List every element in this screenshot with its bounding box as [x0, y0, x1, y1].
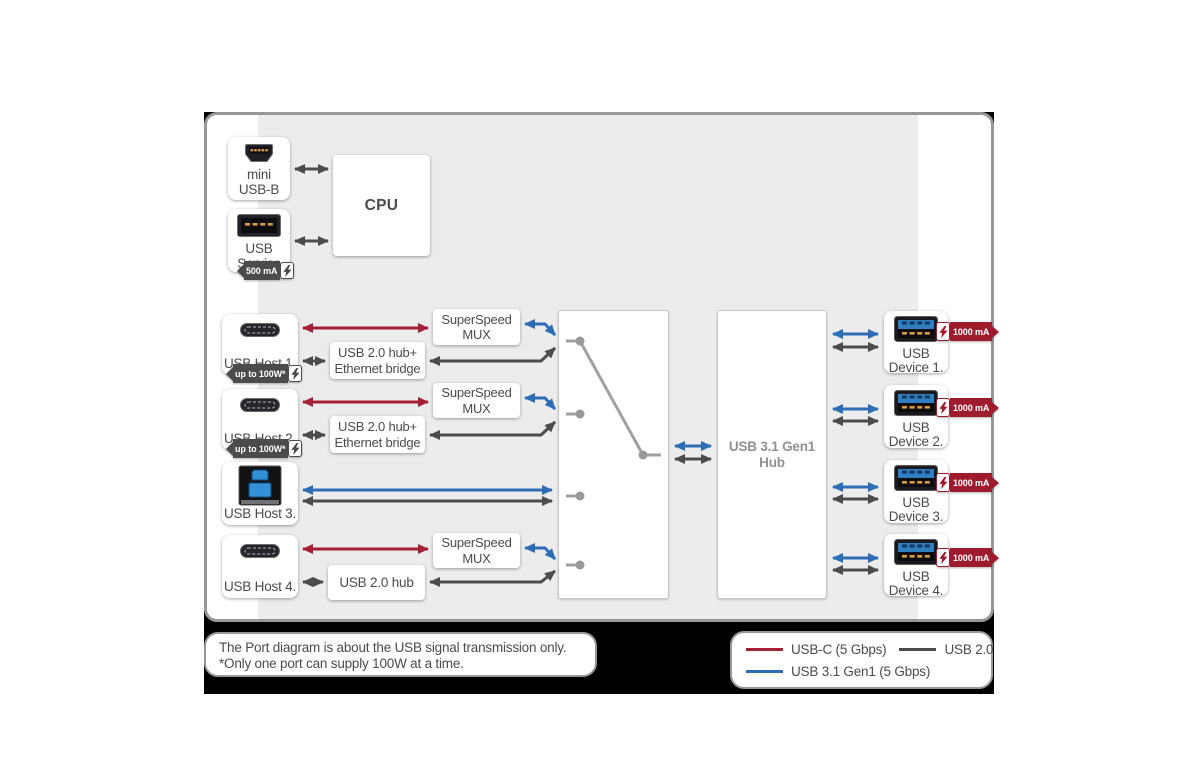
usb-device-2-label: USB	[902, 420, 930, 435]
usb31-gen1-hub-box: USB 3.1 Gen1 Hub	[717, 310, 827, 599]
usb-a3-icon	[894, 316, 938, 342]
usb2-hub-ethernet-bridge-box-1: USB 2.0 hub+ Ethernet bridge	[330, 342, 425, 379]
lightning-icon	[936, 322, 950, 341]
power-badge-text: 1000 mA	[950, 473, 993, 492]
power-badge-text: 1000 mA	[950, 548, 993, 567]
lightning-icon	[288, 440, 303, 457]
usb-host-3-box: USB Host 3.	[222, 462, 298, 525]
legend-swatch-usb20	[899, 648, 937, 651]
note-box: The Port diagram is about the USB signal…	[204, 632, 597, 677]
lightning-icon	[288, 365, 303, 382]
legend-label-usb31: USB 3.1 Gen1 (5 Gbps)	[791, 664, 931, 679]
mux-label-2: MUX	[462, 327, 491, 342]
superspeed-mux-box-2: SuperSpeed MUX	[433, 383, 520, 418]
mini-usb-b-port-box: mini USB-B	[228, 137, 290, 200]
legend-label-usb20: USB 2.0	[944, 642, 994, 657]
power-badge-text: 1000 mA	[950, 322, 993, 341]
legend-box: USB-C (5 Gbps) USB 2.0 USB 3.1 Gen1 (5 G…	[730, 631, 994, 689]
usb-b3-icon	[238, 465, 282, 506]
power-badge-1000ma-dev1: 1000 mA	[936, 322, 1000, 341]
power-badge-text: up to 100W*	[233, 364, 289, 383]
legend-swatch-usb-c	[746, 648, 783, 651]
usb-host-3-label: USB Host 3.	[223, 506, 297, 521]
usb-device-4-label: USB	[902, 569, 930, 584]
power-badge-text: up to 100W*	[233, 439, 289, 458]
mini-usb-b-icon	[245, 144, 273, 162]
lightning-icon	[936, 548, 950, 567]
hub-eth-label: USB 2.0 hub+	[338, 419, 417, 434]
superspeed-mux-box-1: SuperSpeed MUX	[433, 309, 520, 345]
legend-label-usb-c: USB-C (5 Gbps)	[791, 642, 887, 657]
power-badge-text: 500 mA	[244, 261, 281, 280]
usb-device-3-box: USB Device 3.	[884, 460, 948, 523]
badge-tail	[226, 366, 233, 381]
usb-host-4-box: USB Host 4.	[222, 535, 298, 598]
superspeed-mux-box-4: SuperSpeed MUX	[433, 533, 520, 568]
power-badge-text: 1000 mA	[950, 398, 993, 417]
power-badge-1000ma-dev4: 1000 mA	[936, 548, 1000, 567]
hub-eth-label-2: Ethernet bridge	[334, 434, 421, 450]
power-badge-1000ma-dev2: 1000 mA	[936, 398, 1000, 417]
usb-c-icon	[240, 544, 280, 558]
badge-tail	[226, 441, 233, 456]
cpu-box: CPU	[333, 155, 430, 256]
lightning-icon	[936, 473, 950, 492]
legend-swatch-usb31	[746, 670, 783, 673]
mini-usb-b-label-2: USB-B	[238, 181, 280, 197]
note-line-1: The Port diagram is about the USB signal…	[219, 640, 567, 655]
power-badge-1000ma-dev3: 1000 mA	[936, 473, 1000, 492]
badge-tail	[992, 401, 1000, 414]
hub31-label: USB 3.1 Gen1	[728, 438, 816, 454]
hub31-label-2: Hub	[759, 454, 785, 470]
usb-device-1-box: USB Device 1.	[884, 311, 948, 375]
mini-usb-b-label: mini	[247, 167, 271, 182]
mux-label-2: MUX	[462, 400, 491, 416]
usb-a3-icon	[894, 465, 938, 491]
usb2-hub-ethernet-bridge-box-2: USB 2.0 hub+ Ethernet bridge	[330, 416, 425, 453]
signal-switch-box	[558, 310, 669, 599]
cpu-label: CPU	[364, 196, 399, 214]
badge-tail	[992, 476, 1000, 489]
hub-eth-label-2: Ethernet bridge	[334, 360, 421, 376]
usb-device-2-label-2: Device 2.	[888, 433, 944, 449]
usb-device-1-label-2: Device 1.	[888, 359, 944, 375]
usb-service-label: USB	[245, 241, 273, 256]
usb-c-icon	[240, 398, 280, 412]
usb-device-3-label: USB	[902, 495, 930, 510]
usb-device-3-label-2: Device 3.	[888, 508, 944, 524]
usb-c-icon	[240, 323, 280, 337]
badge-tail	[237, 263, 244, 278]
lightning-icon	[936, 398, 950, 417]
lightning-icon	[280, 262, 295, 279]
usb-a-icon	[237, 214, 281, 237]
note-line-2: *Only one port can supply 100W at a time…	[219, 655, 464, 671]
usb2-hub-box: USB 2.0 hub	[328, 565, 425, 600]
usb-a3-icon	[894, 390, 938, 416]
power-badge-500ma: 500 mA	[237, 261, 295, 280]
usb-a3-icon	[894, 539, 938, 565]
mux-label: SuperSpeed	[441, 311, 512, 327]
power-badge-100w-host2: up to 100W*	[226, 439, 303, 458]
mux-label: SuperSpeed	[441, 535, 512, 550]
usb-device-1-label: USB	[902, 346, 930, 361]
mux-label: SuperSpeed	[441, 385, 512, 400]
usb-host-4-label: USB Host 4.	[223, 579, 297, 594]
power-badge-100w-host1: up to 100W*	[226, 364, 303, 383]
usb2-hub-label: USB 2.0 hub	[339, 574, 414, 590]
badge-tail	[992, 325, 1000, 338]
mux-label-2: MUX	[462, 550, 491, 566]
usb-device-4-label-2: Device 4.	[888, 582, 944, 598]
hub-eth-label: USB 2.0 hub+	[338, 345, 417, 360]
badge-tail	[992, 551, 1000, 564]
